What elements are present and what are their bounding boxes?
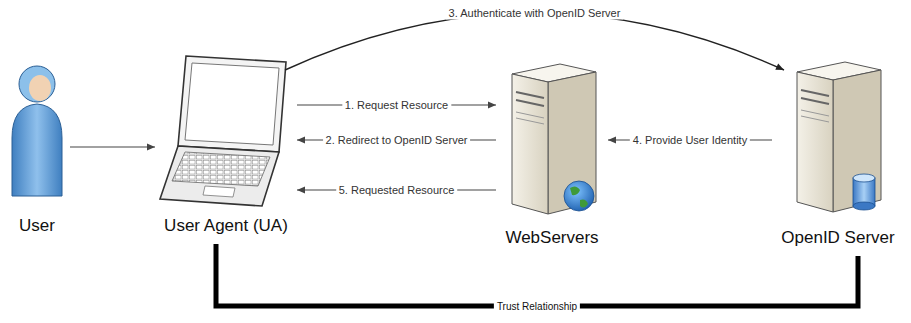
trust-bracket bbox=[216, 244, 858, 306]
edge-label: 1. Request Resource bbox=[342, 99, 451, 112]
arrowhead bbox=[297, 137, 305, 144]
edge-label: 4. Provide User Identity bbox=[630, 134, 750, 147]
arrowhead bbox=[775, 63, 784, 70]
arrow-curve bbox=[285, 13, 784, 70]
user-icon bbox=[12, 66, 62, 196]
webserver-node: WebServers bbox=[502, 62, 602, 248]
node-label: WebServers bbox=[505, 228, 598, 248]
arrowhead bbox=[608, 137, 616, 144]
laptop-icon bbox=[160, 56, 286, 206]
arrow-line bbox=[70, 146, 155, 147]
arrowhead bbox=[147, 144, 155, 151]
openid-server-icon bbox=[797, 62, 881, 212]
user-agent-node: User Agent (UA) bbox=[161, 52, 291, 236]
webserver-icon bbox=[512, 64, 596, 214]
openid-server-node: OpenID Server bbox=[778, 62, 898, 248]
edge-label: Trust Relationship bbox=[494, 300, 580, 313]
user-node: User bbox=[10, 62, 64, 236]
edge-label: 5. Requested Resource bbox=[336, 184, 458, 197]
node-label: User bbox=[19, 216, 55, 236]
connector bbox=[216, 244, 858, 306]
connector bbox=[285, 13, 784, 70]
edge-label: 3. Authenticate with OpenID Server bbox=[446, 7, 624, 20]
edge-label: 2. Redirect to OpenID Server bbox=[323, 134, 471, 147]
connector bbox=[70, 144, 155, 151]
arrowhead bbox=[297, 187, 305, 194]
arrowhead bbox=[488, 102, 496, 109]
node-label: User Agent (UA) bbox=[164, 216, 288, 236]
node-label: OpenID Server bbox=[781, 228, 894, 248]
